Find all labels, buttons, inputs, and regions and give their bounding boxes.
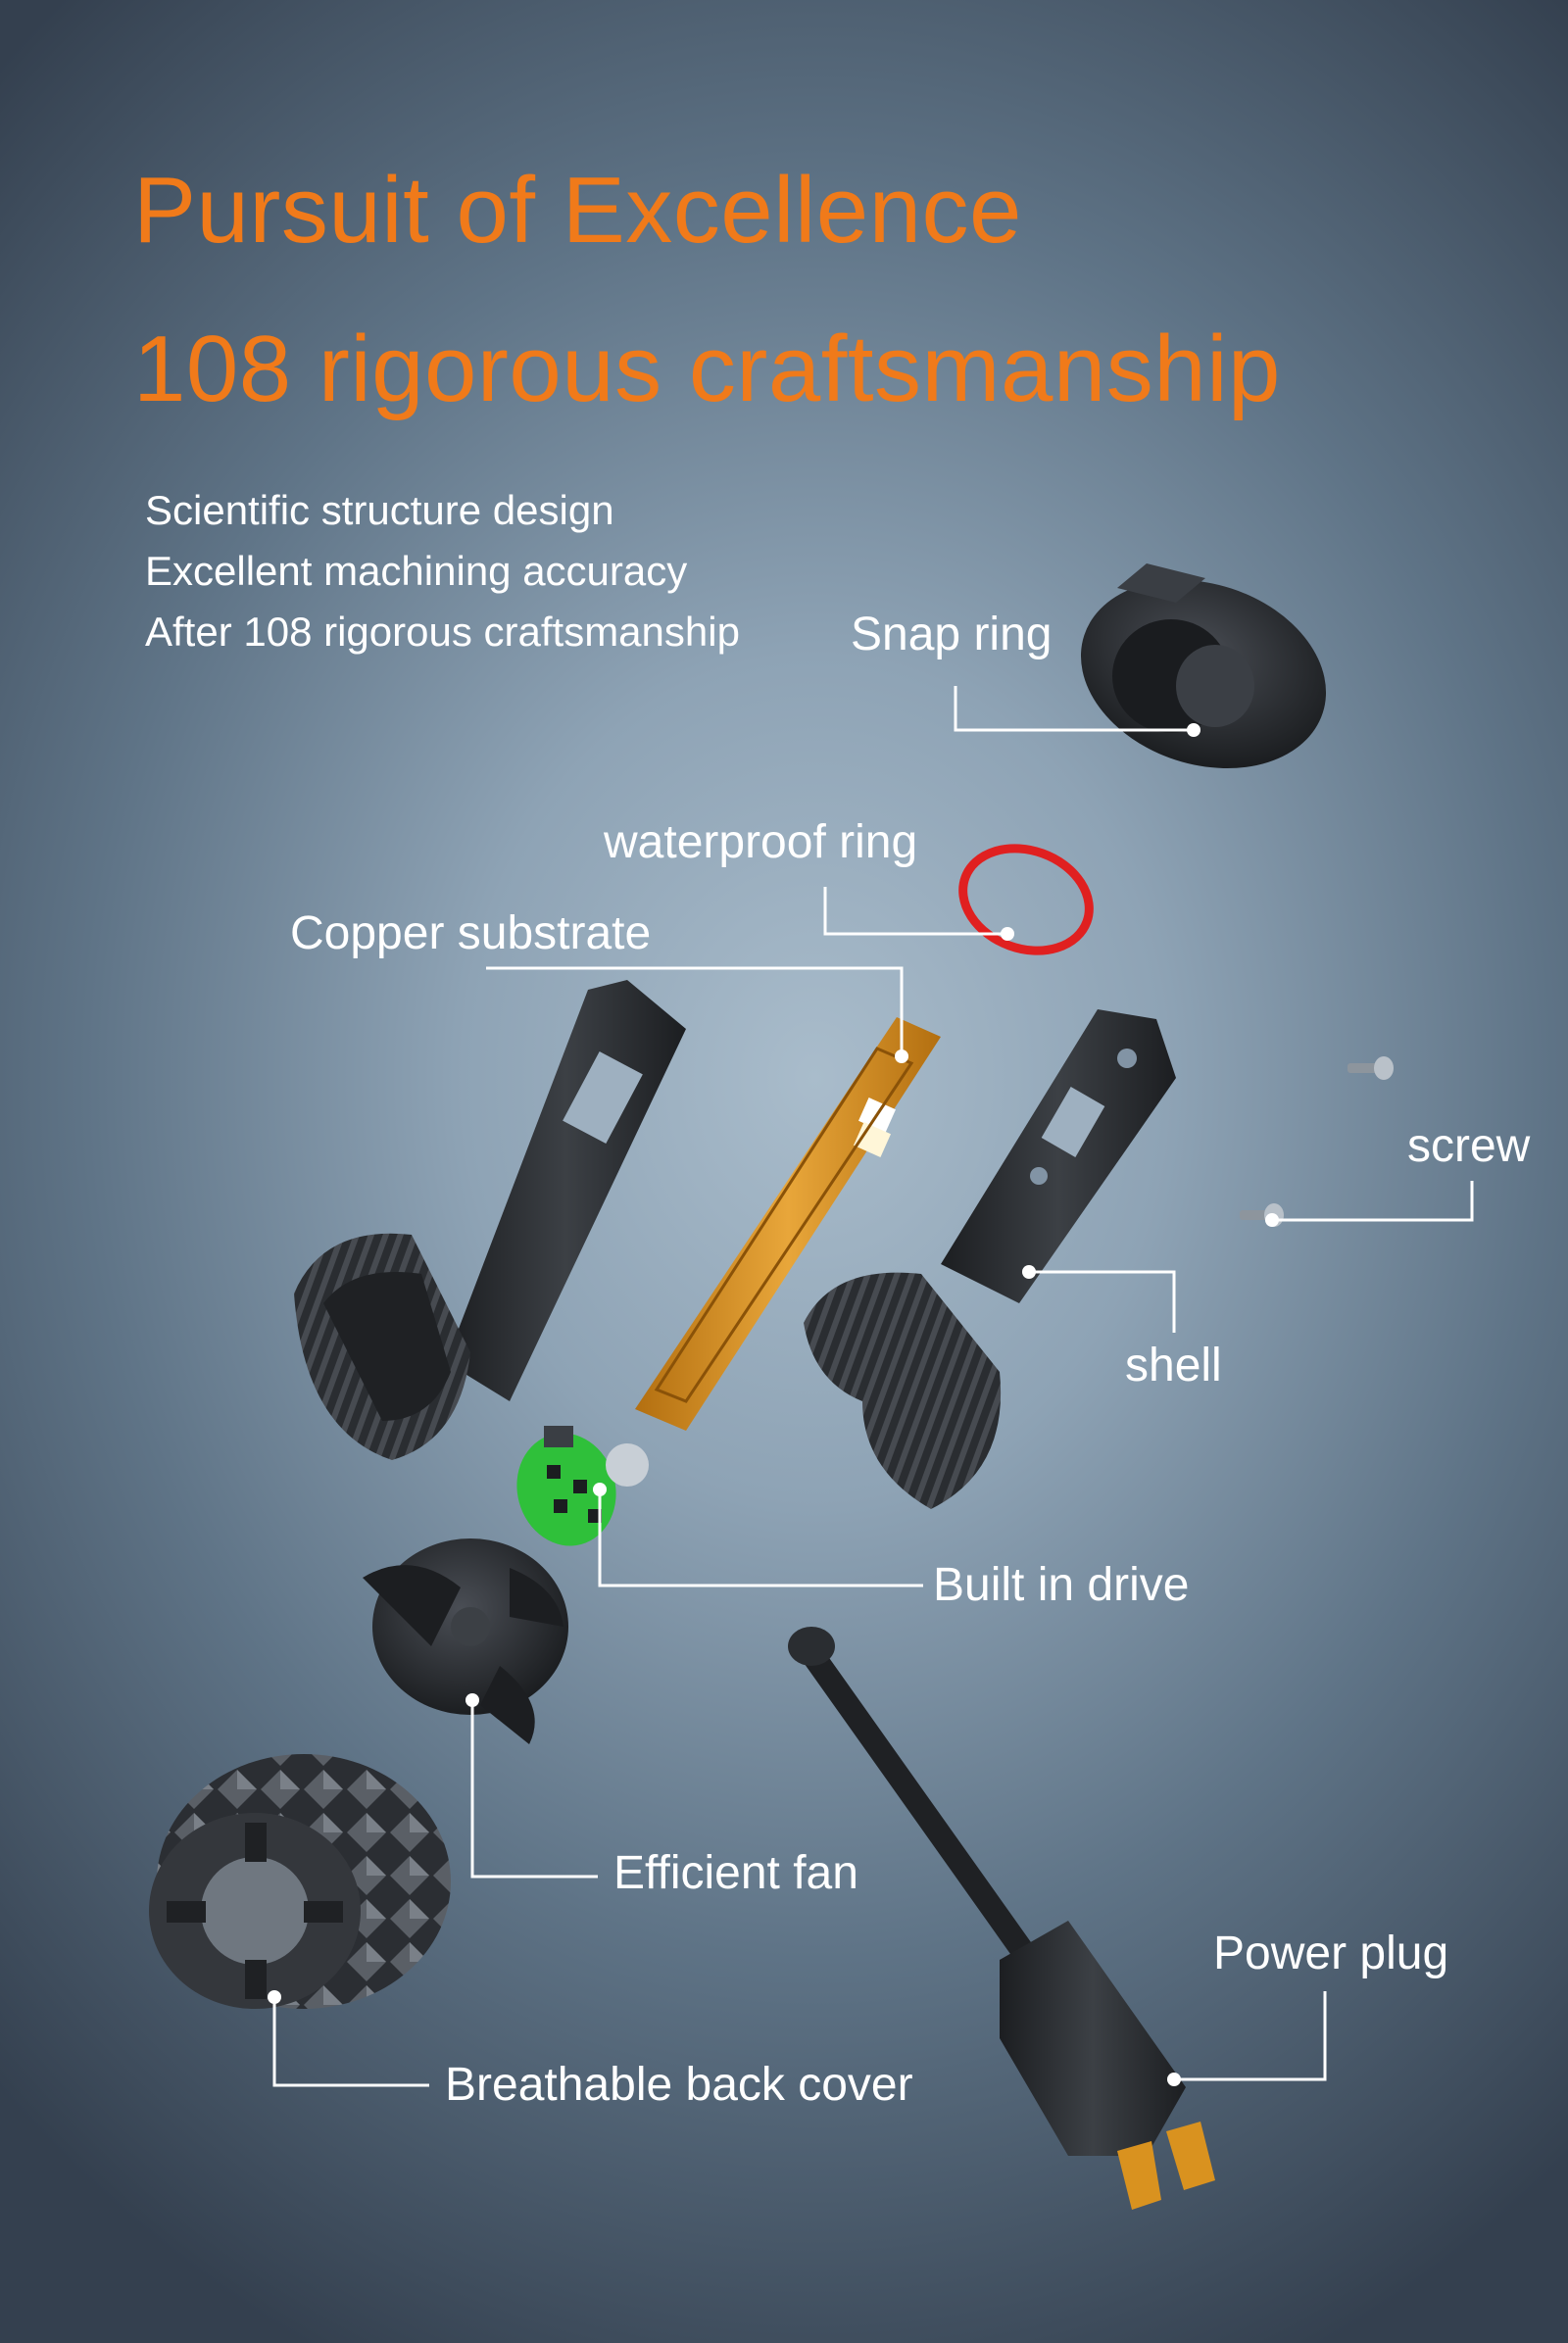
intro-text: Scientific structure design Excellent ma… bbox=[145, 480, 740, 662]
leader-end-efficient-fan bbox=[466, 1693, 479, 1707]
leader-power-plug bbox=[1174, 1991, 1327, 2081]
label-screw: screw bbox=[1407, 1120, 1531, 1172]
leader-end-screw bbox=[1265, 1213, 1279, 1227]
leader-end-breathable-back-cover bbox=[268, 1990, 281, 2004]
page-subtitle: 108 rigorous craftsmanship bbox=[133, 317, 1281, 421]
leader-screw bbox=[1272, 1181, 1474, 1222]
intro-line-craftsmanship: After 108 rigorous craftsmanship bbox=[145, 609, 740, 655]
page-title: Pursuit of Excellence bbox=[133, 158, 1022, 263]
leader-shell bbox=[1029, 1270, 1176, 1333]
leader-end-power-plug bbox=[1167, 2073, 1181, 2086]
label-efficient-fan: Efficient fan bbox=[613, 1847, 858, 1899]
label-shell: shell bbox=[1125, 1340, 1222, 1391]
left-heatsink-part bbox=[294, 980, 686, 1460]
efficient-fan-part bbox=[363, 1538, 568, 1744]
breathable-back-cover-part bbox=[149, 1754, 451, 2009]
leader-breathable-back-cover bbox=[272, 1997, 429, 2087]
leader-built-in-drive bbox=[598, 1489, 923, 1587]
label-power-plug: Power plug bbox=[1213, 1928, 1449, 1979]
label-breathable-back-cover: Breathable back cover bbox=[445, 2059, 913, 2111]
leader-end-shell bbox=[1022, 1265, 1036, 1279]
leader-copper-substrate bbox=[486, 966, 904, 1056]
intro-line-accuracy: Excellent machining accuracy bbox=[145, 548, 688, 594]
leader-efficient-fan bbox=[470, 1700, 598, 1879]
shell-part bbox=[804, 1009, 1176, 1509]
snap-ring-part bbox=[1080, 563, 1327, 769]
screw-top-part bbox=[1348, 1056, 1394, 1080]
leader-snap-ring bbox=[954, 686, 1194, 732]
leader-waterproof-ring bbox=[823, 887, 1007, 936]
label-snap-ring: Snap ring bbox=[851, 609, 1053, 660]
leader-end-copper-substrate bbox=[895, 1049, 908, 1063]
waterproof-ring-part bbox=[958, 844, 1094, 955]
label-copper-substrate: Copper substrate bbox=[290, 907, 652, 959]
leader-end-built-in-drive bbox=[593, 1483, 607, 1496]
leader-endpoints bbox=[268, 723, 1279, 2086]
copper-substrate-part bbox=[635, 1017, 941, 1431]
leader-lines bbox=[272, 686, 1474, 2087]
power-plug-part bbox=[788, 1627, 1215, 2210]
built-in-drive-part bbox=[516, 1426, 649, 1546]
label-built-in-drive: Built in drive bbox=[933, 1559, 1190, 1611]
label-waterproof-ring: waterproof ring bbox=[604, 816, 918, 868]
leader-end-snap-ring bbox=[1187, 723, 1200, 737]
intro-line-structure: Scientific structure design bbox=[145, 487, 614, 533]
leader-end-waterproof-ring bbox=[1001, 927, 1014, 941]
